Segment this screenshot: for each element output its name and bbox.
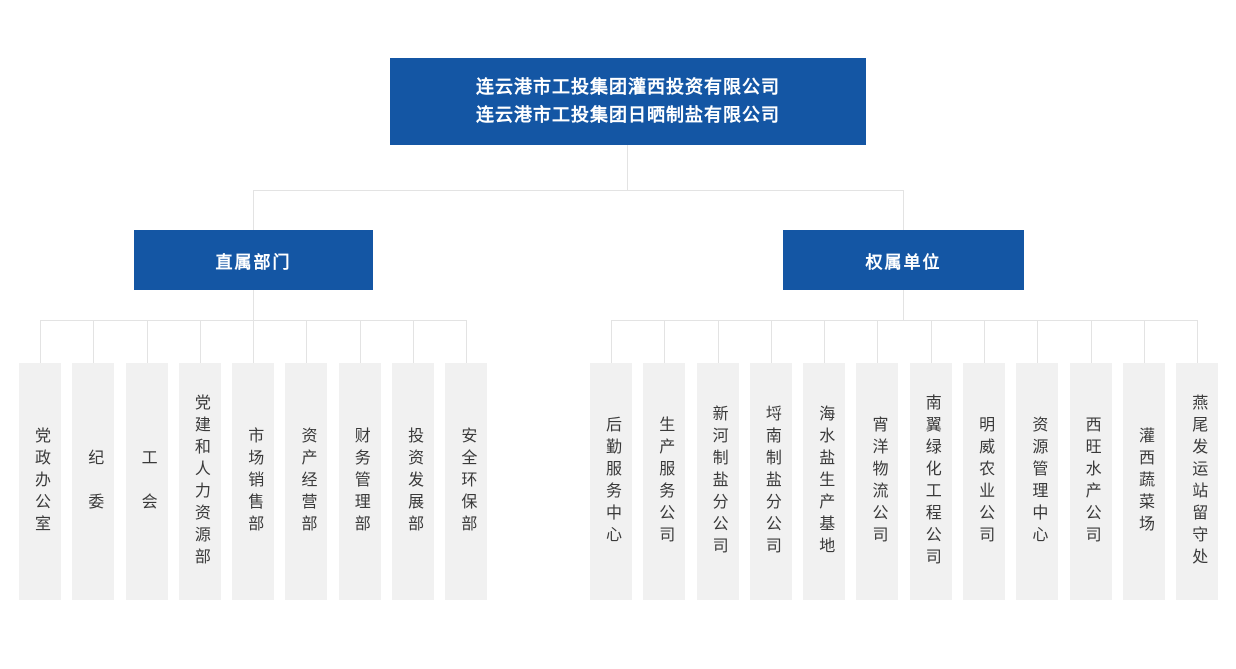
org-unit-label: 生产服务公司: [656, 415, 674, 548]
org-unit-box: 南翼绿化工程公司: [909, 320, 952, 600]
root-company-name-line2: 连云港市工投集团日晒制盐有限公司: [476, 104, 780, 125]
connector-line: [253, 190, 254, 230]
org-unit-label: 财务管理部: [351, 426, 369, 537]
org-unit-box: 资产经营部: [285, 320, 328, 600]
org-unit-box: 生产服务公司: [643, 320, 686, 600]
org-unit-label: 党政办公室: [32, 426, 49, 537]
branch-subordinate-units: 权属单位: [783, 230, 1024, 290]
org-unit-label: 宵洋物流公司: [869, 415, 887, 548]
connector-line: [903, 190, 904, 230]
org-unit-box: 党政办公室: [19, 320, 61, 600]
org-unit-box: 后勤服务中心: [590, 320, 632, 600]
org-unit-box: 纪 委: [72, 320, 115, 600]
connector-line: [903, 290, 904, 320]
org-unit-box: 灌西蔬菜场: [1122, 320, 1165, 600]
org-unit-label: 市场销售部: [245, 426, 263, 537]
org-unit-label: 新河制盐分公司: [709, 404, 727, 559]
org-unit-box: 海水盐生产基地: [803, 320, 846, 600]
org-unit-label: 海水盐生产基地: [816, 404, 834, 559]
root-company-name-line1: 连云港市工投集团灌西投资有限公司: [476, 76, 780, 97]
org-unit-label: 灌西蔬菜场: [1135, 426, 1153, 537]
org-unit-label: 资产经营部: [298, 426, 316, 537]
org-unit-box: 资源管理中心: [1016, 320, 1059, 600]
org-unit-box: 财务管理部: [338, 320, 381, 600]
org-unit-label: 燕尾发运站留守处: [1189, 393, 1207, 570]
org-unit-label: 埒南制盐分公司: [762, 404, 780, 559]
org-unit-label: 明威农业公司: [976, 415, 994, 548]
org-unit-label: 资源管理中心: [1029, 415, 1047, 548]
connector-line: [253, 290, 254, 320]
subordinate-units-group: 后勤服务中心 生产服务公司 新河制盐分公司 埒南制盐分公司 海水盐生产基地 宵洋…: [590, 320, 1219, 600]
org-unit-label: 工 会: [138, 448, 156, 515]
branch-direct-departments: 直属部门: [134, 230, 373, 290]
org-unit-box: 埒南制盐分公司: [749, 320, 792, 600]
org-unit-label: 西旺水产公司: [1082, 415, 1100, 548]
root-company-box: 连云港市工投集团灌西投资有限公司 连云港市工投集团日晒制盐有限公司: [390, 58, 866, 145]
org-unit-box: 燕尾发运站留守处: [1176, 320, 1219, 600]
org-unit-label: 后勤服务中心: [603, 415, 620, 548]
org-unit-label: 南翼绿化工程公司: [922, 393, 940, 570]
org-unit-label: 党建和人力资源部: [191, 393, 209, 570]
direct-departments-group: 党政办公室 纪 委 工 会 党建和人力资源部 市场销售部 资产经营部 财务管理部…: [19, 320, 488, 600]
connector-line: [627, 145, 628, 190]
org-unit-label: 纪 委: [85, 448, 103, 515]
org-unit-box: 投资发展部: [392, 320, 435, 600]
org-unit-box: 安全环保部: [445, 320, 488, 600]
org-unit-box: 市场销售部: [232, 320, 275, 600]
org-unit-label: 安全环保部: [458, 426, 476, 537]
org-unit-box: 新河制盐分公司: [696, 320, 739, 600]
org-unit-box: 工 会: [125, 320, 168, 600]
org-unit-box: 西旺水产公司: [1069, 320, 1112, 600]
org-unit-box: 宵洋物流公司: [856, 320, 899, 600]
connector-line: [253, 190, 904, 191]
org-unit-label: 投资发展部: [405, 426, 423, 537]
org-unit-box: 明威农业公司: [963, 320, 1006, 600]
org-unit-box: 党建和人力资源部: [178, 320, 221, 600]
